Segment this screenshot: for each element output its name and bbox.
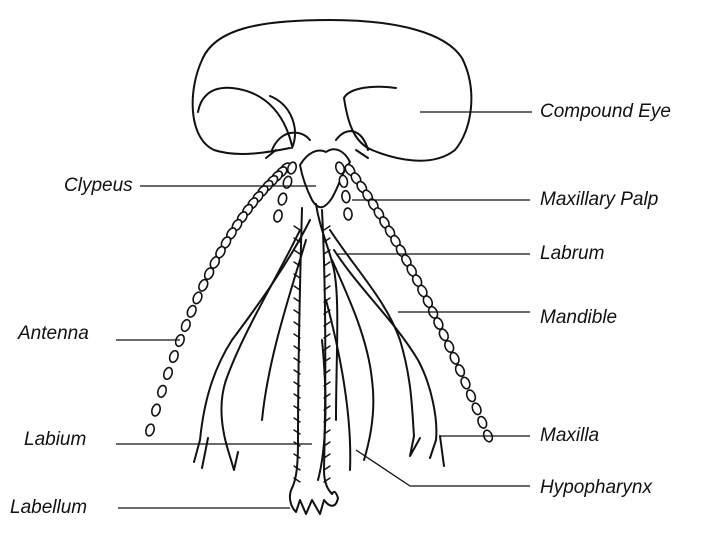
segment	[443, 339, 455, 353]
segment	[282, 175, 293, 189]
segment	[277, 192, 288, 206]
segment	[197, 278, 209, 292]
antenna-right	[343, 163, 494, 443]
compound-eye	[193, 20, 472, 161]
segment	[465, 389, 477, 403]
segment	[168, 349, 180, 363]
segment	[448, 351, 460, 365]
antenna-left	[144, 161, 293, 437]
hair	[294, 226, 300, 230]
label-maxilla: Maxilla	[540, 426, 599, 445]
segment	[191, 291, 203, 305]
label-hypopharynx: Hypopharynx	[540, 478, 652, 497]
segment	[476, 415, 488, 429]
segment	[186, 304, 198, 318]
label-clypeus: Clypeus	[64, 176, 133, 195]
mandible-left	[194, 220, 310, 468]
hair	[324, 226, 330, 230]
label-labellum: Labellum	[10, 498, 87, 517]
segment	[454, 363, 466, 377]
segment	[180, 318, 192, 332]
segment	[144, 423, 155, 437]
label-labium: Labium	[24, 430, 86, 449]
label-compound-eye: Compound Eye	[540, 102, 671, 121]
label-maxillary-palp: Maxillary Palp	[540, 190, 658, 209]
label-labrum: Labrum	[540, 244, 604, 263]
segment	[273, 209, 284, 223]
segment	[471, 402, 483, 416]
label-mandible: Mandible	[540, 308, 617, 327]
segment	[156, 384, 167, 398]
segment	[341, 190, 351, 203]
segment	[162, 366, 173, 380]
segment	[150, 403, 161, 417]
labium-shape	[292, 208, 332, 494]
leader-hypopharynx	[356, 450, 410, 486]
segment	[334, 161, 345, 175]
segment	[338, 175, 348, 188]
label-antenna: Antenna	[18, 324, 89, 343]
hair	[294, 430, 300, 434]
segment	[343, 208, 352, 221]
hair	[294, 250, 300, 254]
segment	[459, 376, 471, 390]
hair	[294, 418, 300, 422]
